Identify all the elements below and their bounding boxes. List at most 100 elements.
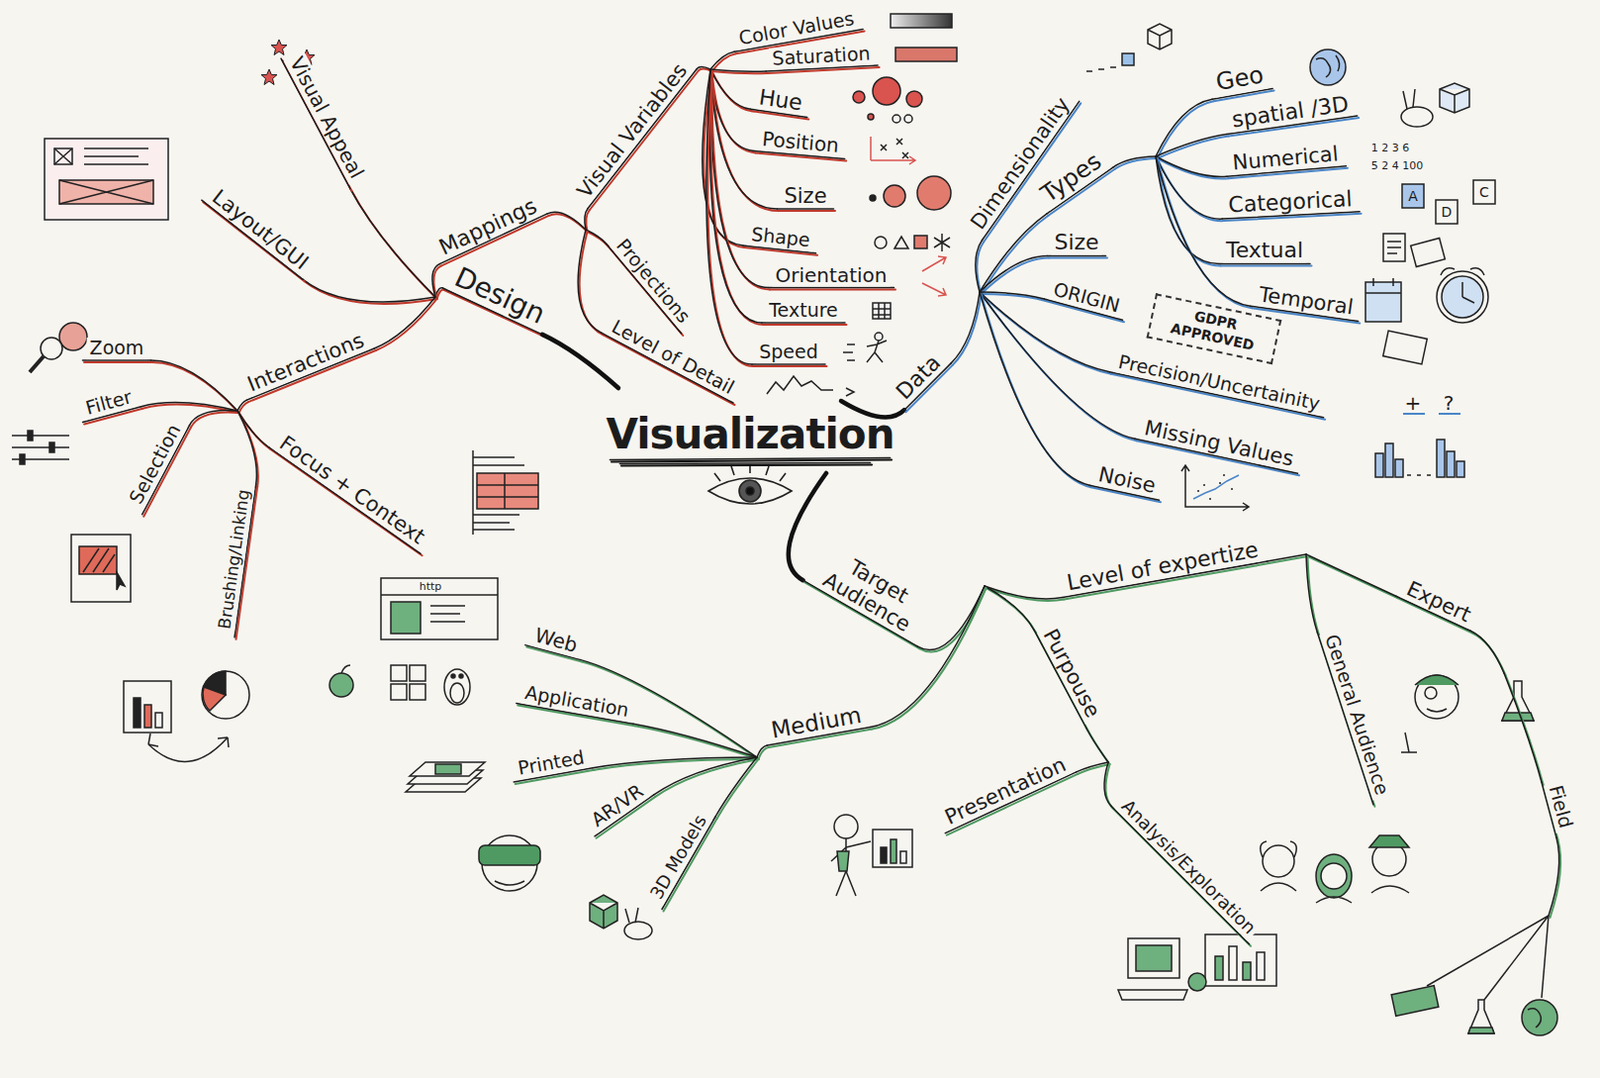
branch-label: Missing Values [1138,415,1299,472]
filter-sliders-part [19,454,25,465]
branch-line [141,402,238,411]
filter-sliders-part [27,430,33,441]
printed-icon-part [409,761,485,776]
icon-text: ? [1443,391,1455,415]
branch-label: Medium [765,700,866,744]
branch-label: Zoom [87,337,148,360]
branch-label: Size [780,184,830,208]
visual-variable-samples-part [906,91,923,107]
vr-head-icon [478,835,541,891]
branch-colour-line [1157,136,1229,159]
zoom-icon [29,322,88,373]
branch-line [584,208,588,231]
branch-colour-line [190,411,240,427]
branch-colour-line [986,587,1036,633]
branch-label: Brushing/Linking [214,484,255,633]
branch-colour-line [753,365,828,368]
branch-label: Data [888,347,947,406]
vr-head-icon-part [494,880,525,885]
categorical-squares-part [1435,199,1458,224]
field-icons-part [1521,999,1558,1036]
visual-variable-samples-part [880,138,909,159]
3d-model-icon-part [624,921,653,940]
layout-wireframe-part [54,148,73,165]
presenter-icon-part [890,839,897,863]
expert-scientist-icon-part [1414,674,1459,685]
branch-colour-line [981,258,1050,295]
branch-label: Analysis/Exploration [1115,793,1262,941]
temporal-icons-part [1436,271,1489,323]
branch-colour-line [585,210,589,233]
textual-documents-part [1387,241,1402,254]
branch-label: Expert [1400,574,1478,629]
temporal-icons-part [1365,282,1402,322]
branch-line [1104,761,1112,807]
medium-web-icons-part [451,673,456,678]
branch-colour-line [271,449,423,556]
field-icons-part [1527,1008,1541,1028]
branch-colour-line [589,71,699,211]
visual-variable-samples-part [872,302,891,319]
branch-colour-line [239,412,259,486]
branch-line [1219,263,1311,266]
brushing-linking-icon-part [144,704,152,728]
branch-colour-line [778,209,836,212]
medium-web-icons-part [459,673,464,678]
medium-web-icons-part [409,664,426,681]
analysis-computer-icon-part [1228,945,1237,980]
branch-colour-line [84,361,153,364]
branch-line [1155,156,1227,177]
zoom-icon-part [40,337,63,360]
categorical-squares [1402,180,1496,224]
branch-colour-line [1157,100,1215,159]
branch-colour-line [239,401,249,413]
categorical-squares-part [1473,180,1496,204]
branch-colour-line [239,412,272,450]
expert-scientist-icon-part [1502,680,1534,721]
branch-colour-line [351,190,437,299]
branch-colour-line [1157,158,1253,308]
branch-label: Purpouse [1036,622,1107,725]
selection-icon-part [83,548,115,572]
noise-chart [1181,465,1249,511]
categorical-squares-part [1402,184,1424,208]
temporal-icons-part [1441,276,1484,318]
selection-icon-part [116,571,125,590]
branch-label: Dimensionality [963,90,1076,236]
analysis-computer-icon-part [1188,972,1207,991]
visual-variable-samples-part [874,236,887,249]
icon-text: D [1441,203,1453,220]
missing-values-bars-part [1385,443,1394,477]
analysis-computer-icon-part [1118,989,1188,1000]
medium-web-icons-part [390,683,407,700]
dimensionality-cubes [1086,23,1172,72]
branch-colour-line [587,231,609,247]
branch-label: Precision/Uncertainity [1113,350,1324,416]
visual-variable-samples-part [872,302,891,319]
branch-label: Level of expertize [1061,536,1263,596]
branch-line [777,207,835,210]
branch-label: Application [520,681,634,723]
medium-web-icons-part [444,668,471,705]
vr-head-icon-part [478,845,541,865]
filter-sliders [11,430,70,465]
icon-text: + [1405,391,1422,415]
branch-line [1306,554,1318,633]
temporal-icons-part [1383,330,1428,365]
audience-people-part [1260,882,1297,891]
brushing-linking-icon-part [133,697,141,728]
missing-values-bars-part [1407,473,1431,476]
visual-variable-samples-part [867,113,874,120]
branch-line [547,211,586,230]
branch-line [1504,672,1542,782]
temporal-icons-part [1462,282,1475,303]
branch-line [975,240,983,293]
branch-colour-line [717,758,759,819]
branch-label: Noise [1093,462,1161,499]
geo-globe-part [1310,49,1346,86]
branch-label: General Audience [1319,628,1395,800]
branch-line [1155,156,1251,306]
branch-label: AR/VR [584,777,651,833]
layout-wireframe [44,138,169,220]
layout-wireframe-part [84,148,149,165]
